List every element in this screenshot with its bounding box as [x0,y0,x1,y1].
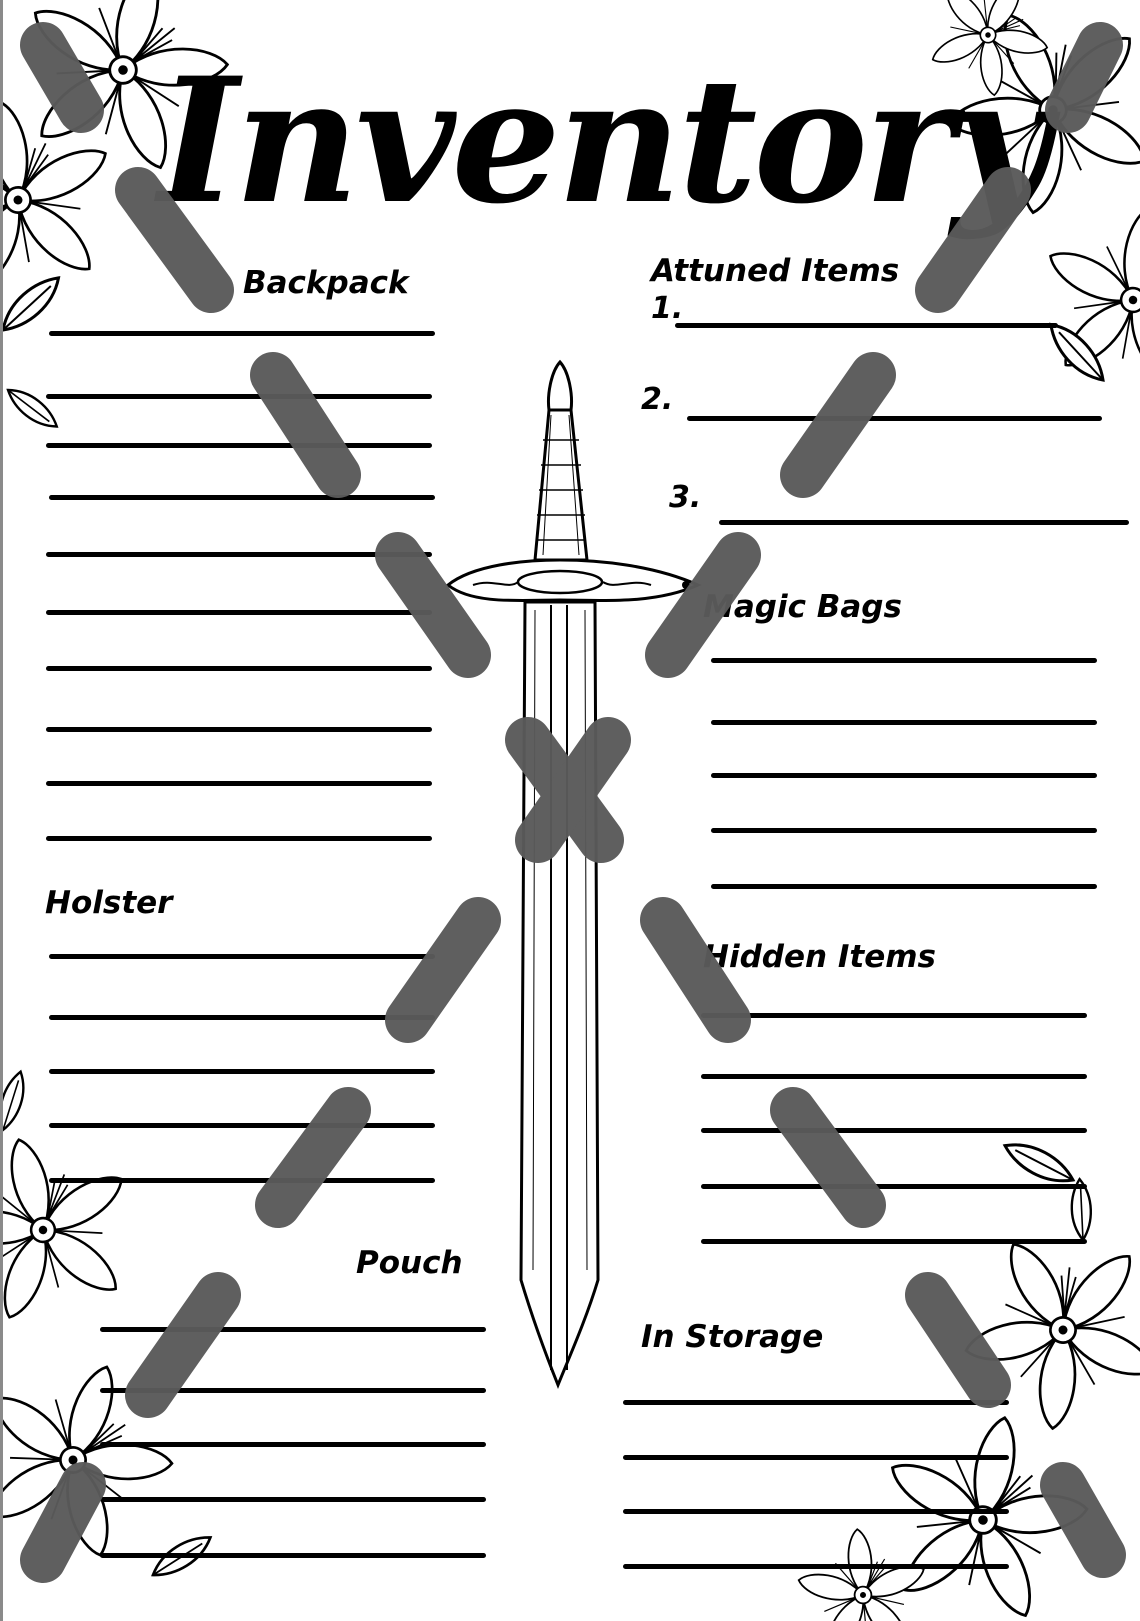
in-storage-line[interactable] [623,1455,1009,1460]
holster-line[interactable] [49,954,435,959]
holster-line[interactable] [49,1015,435,1020]
backpack-line[interactable] [46,610,432,615]
hidden-items-line[interactable] [701,1184,1087,1189]
magic-bags-line[interactable] [711,884,1097,889]
backpack-line[interactable] [46,781,432,786]
section-label-attuned-items: Attuned Items [651,253,900,289]
hidden-items-line[interactable] [701,1239,1087,1244]
attuned-line-3[interactable] [719,520,1129,525]
pouch-line[interactable] [100,1327,486,1332]
section-label-in-storage: In Storage [641,1319,824,1355]
backpack-line[interactable] [46,394,432,399]
backpack-line[interactable] [46,727,432,732]
magic-bags-line[interactable] [711,720,1097,725]
attuned-line-2[interactable] [687,416,1102,421]
attuned-number-3: 3. [669,480,702,515]
section-label-holster: Holster [45,885,173,921]
in-storage-line[interactable] [623,1400,1009,1405]
backpack-line[interactable] [46,836,432,841]
attuned-line-1[interactable] [675,323,1058,328]
pouch-line[interactable] [100,1553,486,1558]
holster-line[interactable] [49,1178,435,1183]
page-title: Inventory [158,39,1051,242]
cross-mark-icon [20,22,1126,1583]
in-storage-line[interactable] [623,1564,1009,1569]
backpack-line[interactable] [46,666,432,671]
backpack-line[interactable] [49,495,435,500]
magic-bags-line[interactable] [711,773,1097,778]
section-label-pouch: Pouch [356,1245,463,1281]
hidden-items-line[interactable] [701,1074,1087,1079]
pouch-line[interactable] [100,1388,486,1393]
attuned-number-1: 1. [651,291,684,326]
holster-line[interactable] [49,1069,435,1074]
section-label-backpack: Backpack [243,265,409,301]
pouch-line[interactable] [100,1497,486,1502]
attuned-number-2: 2. [641,382,674,417]
magic-bags-line[interactable] [711,828,1097,833]
holster-line[interactable] [49,1123,435,1128]
hidden-items-line[interactable] [701,1128,1087,1133]
hidden-items-line[interactable] [701,1013,1087,1018]
in-storage-line[interactable] [623,1509,1009,1514]
backpack-line[interactable] [49,331,435,336]
backpack-line[interactable] [46,443,432,448]
pouch-line[interactable] [100,1442,486,1447]
backpack-line[interactable] [46,552,432,557]
section-label-hidden-items: Hidden Items [703,939,936,975]
magic-bags-line[interactable] [711,658,1097,663]
